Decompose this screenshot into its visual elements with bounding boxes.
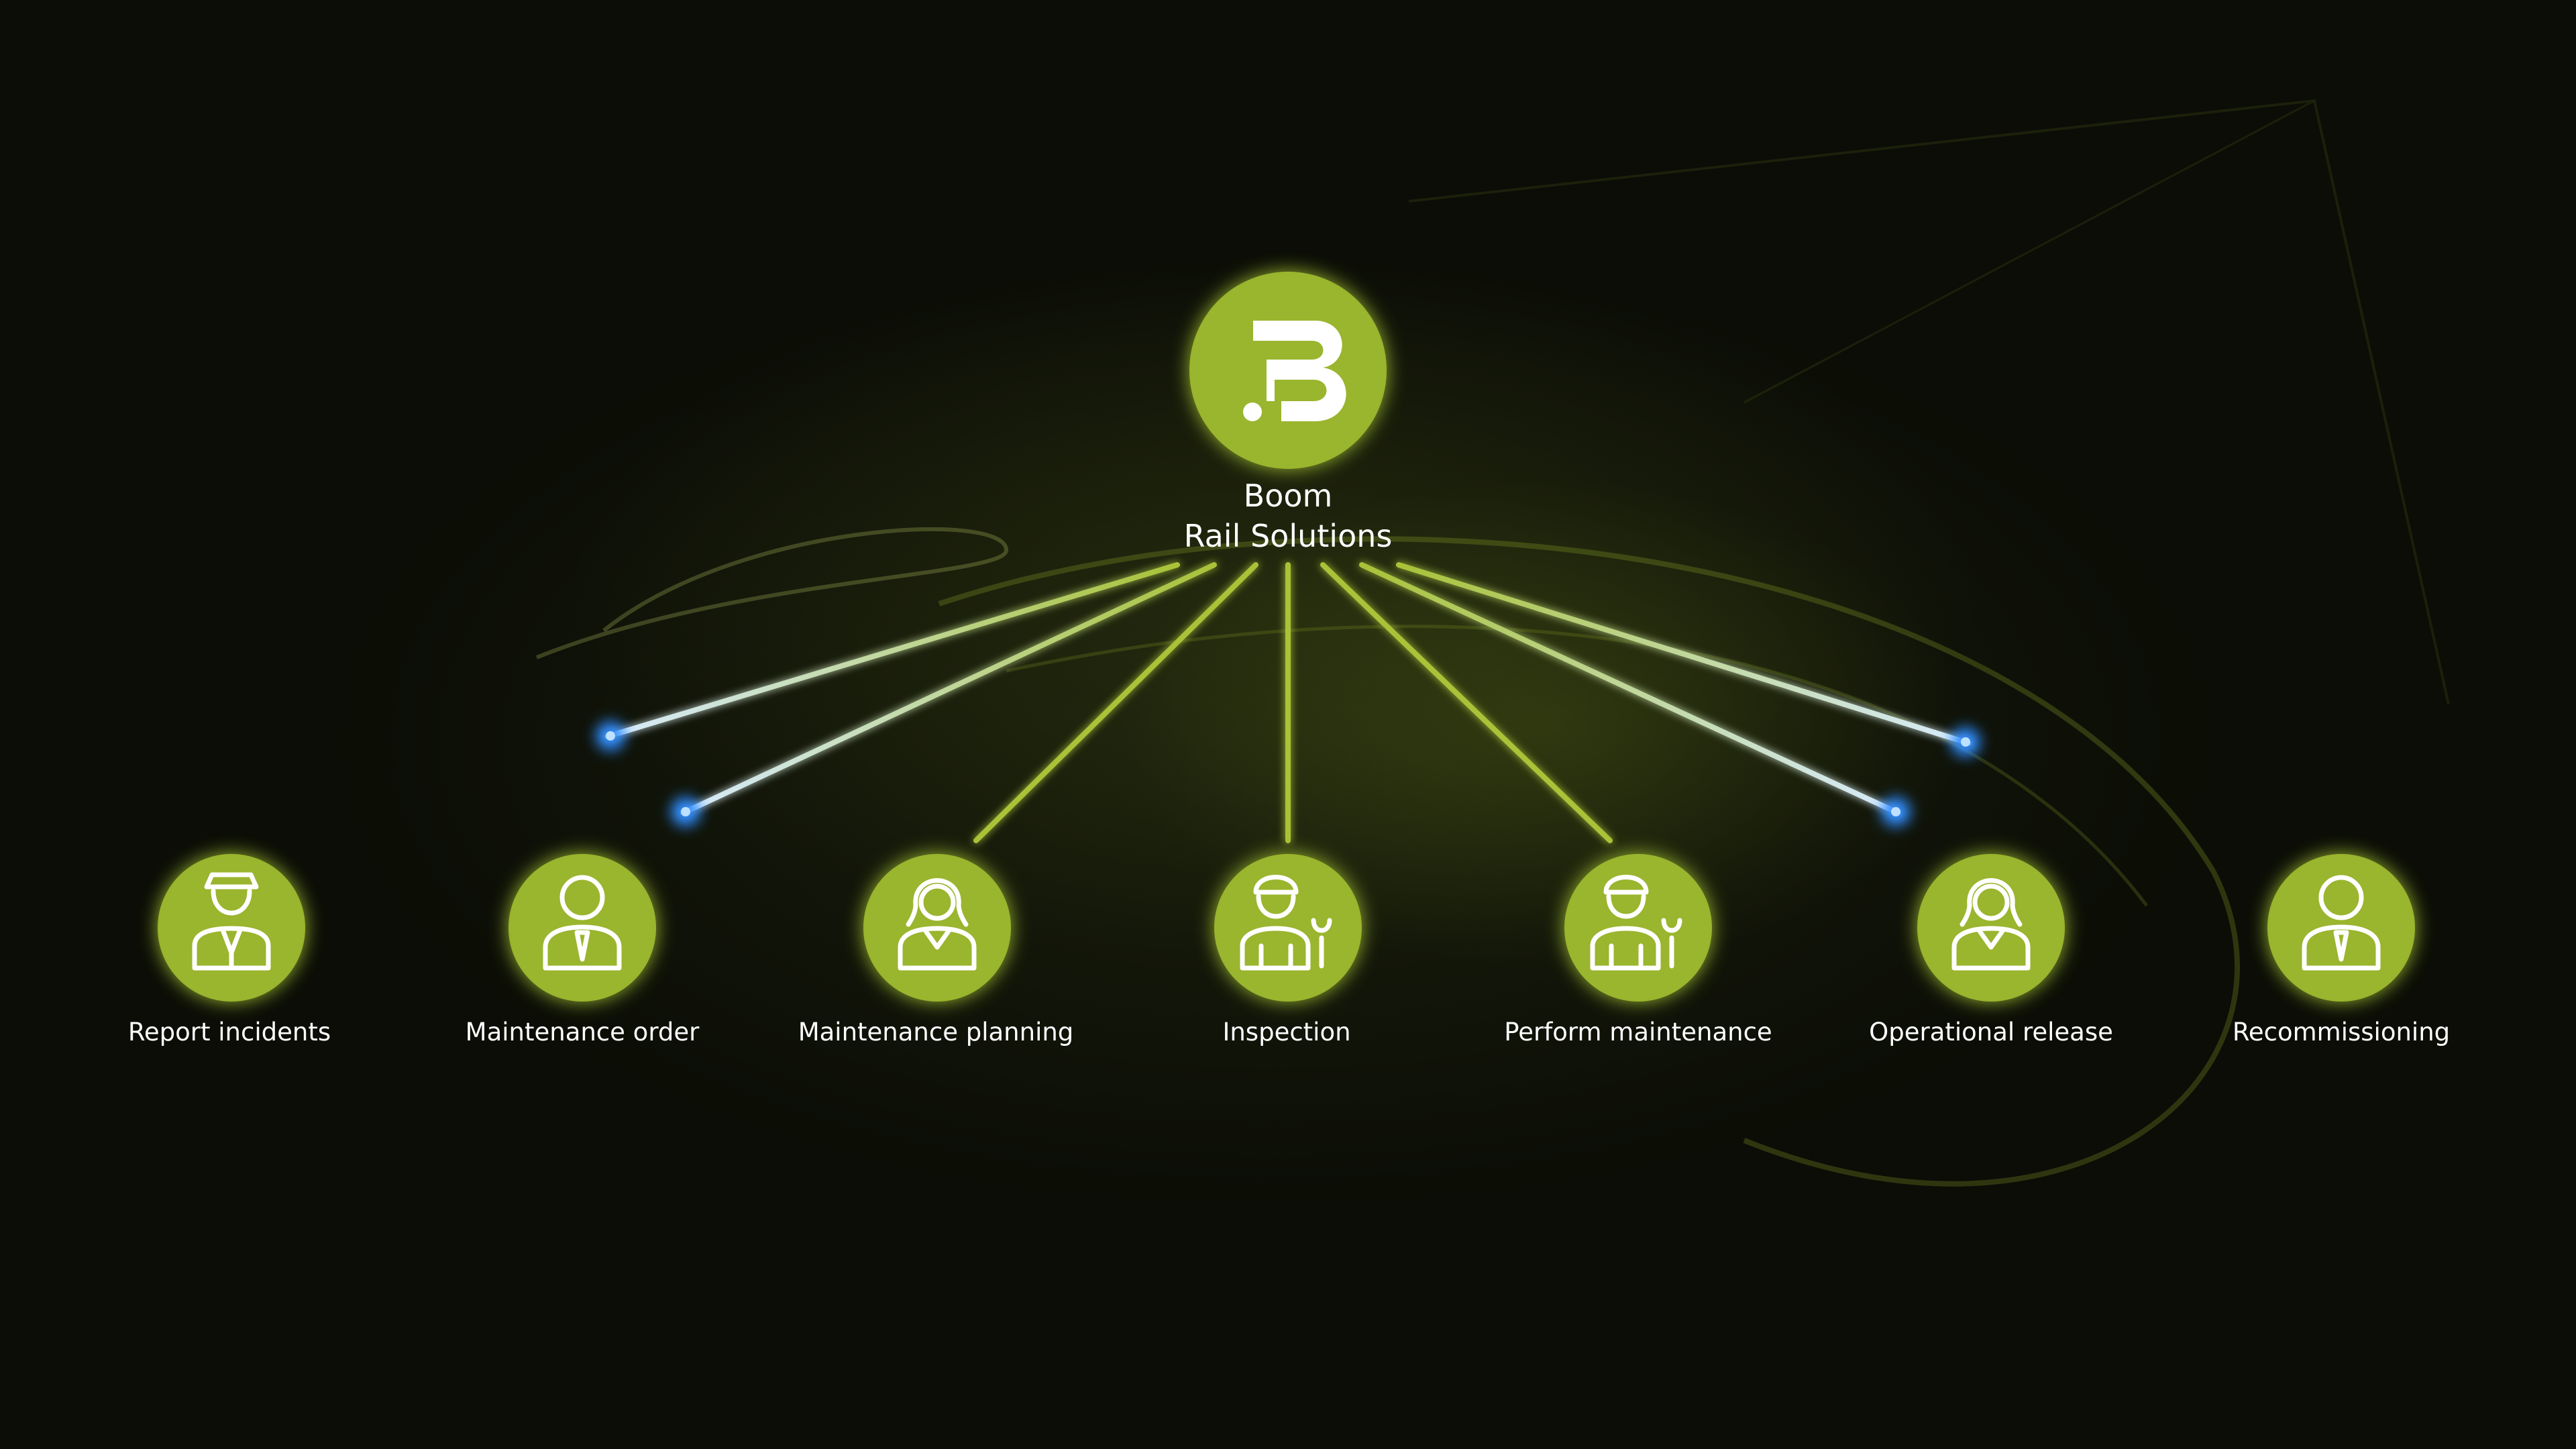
- step-recommissioning: Recommissioning: [2233, 854, 2450, 1046]
- blue-glow-core: [681, 807, 690, 816]
- step-label: Maintenance planning: [798, 1018, 1074, 1046]
- step-maintenance-order: Maintenance order: [466, 854, 700, 1046]
- hub-ray-to-maintenance-planning: [976, 565, 1256, 841]
- step-label: Perform maintenance: [1504, 1018, 1772, 1046]
- blue-glow-core: [1891, 807, 1900, 816]
- step-inspection: Inspection: [1214, 854, 1362, 1046]
- hub-name-line1: Boom: [1244, 478, 1333, 514]
- step-label: Operational release: [1869, 1018, 2113, 1046]
- step-label: Inspection: [1222, 1018, 1350, 1046]
- blue-glow-core: [606, 731, 615, 741]
- hub-node: Boom Rail Solutions: [1184, 272, 1393, 554]
- step-label: Report incidents: [128, 1018, 331, 1046]
- hub-ray: [607, 565, 1177, 737]
- step-label: Maintenance order: [466, 1018, 700, 1046]
- logo-dot: [1243, 402, 1262, 421]
- step-maintenance-planning: Maintenance planning: [798, 854, 1074, 1046]
- hub-ray-to-perform-maintenance: [1323, 565, 1610, 841]
- step-label: Recommissioning: [2233, 1018, 2450, 1046]
- blue-glow-core: [1961, 737, 1970, 747]
- step-perform-maintenance: Perform maintenance: [1504, 854, 1772, 1046]
- step-operational-release: Operational release: [1869, 854, 2113, 1046]
- step-report-incidents: Report incidents: [128, 854, 331, 1046]
- hub-name-line2: Rail Solutions: [1184, 518, 1393, 554]
- hub-rays: [607, 565, 1969, 841]
